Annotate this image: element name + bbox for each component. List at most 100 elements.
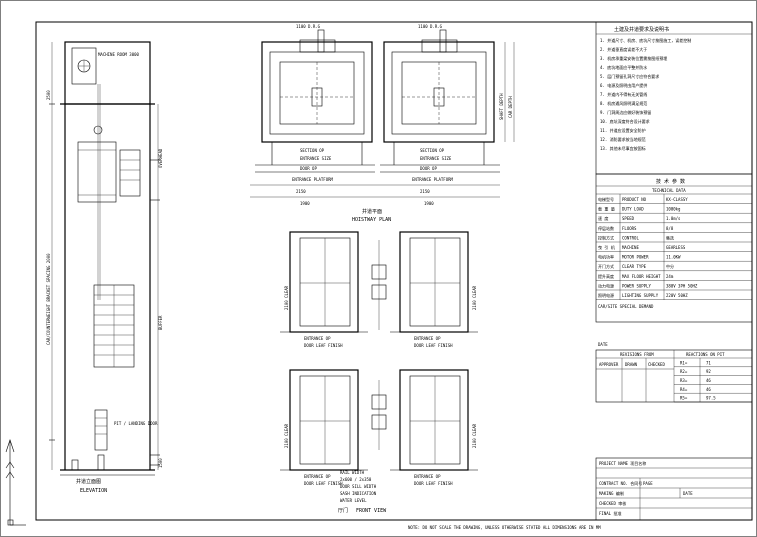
plan-dim-top-1: 1100 D.R.G — [296, 24, 321, 29]
tech-cell: CLEAR TYPE — [622, 264, 647, 269]
tech-cell: 控制方式 — [598, 234, 614, 240]
tech-cell: MACHINE — [622, 245, 639, 250]
tech-cell: 开门方式 — [598, 263, 614, 269]
elevation-dim-top: 2500 — [46, 90, 51, 100]
reaction-cell: R5= — [680, 396, 688, 401]
front-door-label-5: ENTRANCE OP — [304, 474, 331, 479]
title-page: PAGE — [643, 481, 653, 486]
title-final: FINAL 批准 — [599, 510, 621, 516]
plan-caption-zh: 井道平面 — [362, 208, 382, 215]
title-contract: CONTRACT NO. 合同号 — [599, 480, 642, 486]
front-height-1: 2100 CLEAR — [284, 285, 289, 310]
plan-right-label-2: ENTRANCE SIZE — [420, 156, 452, 161]
title-date: DATE — [683, 491, 693, 496]
plan-right-label-4: ENTRANCE PLATFORM — [412, 177, 454, 182]
notes-line-4: 4. 底坑地面应平整并防水 — [600, 64, 647, 70]
plan-left-label-3: DOOR OP — [300, 166, 317, 171]
tech-cell: PRODUCT NO — [622, 197, 647, 202]
elevation-pit-note: PIT / LANDING DOOR — [114, 421, 158, 426]
elevation-caption: ELEVATION — [80, 488, 107, 494]
reaction-cell: R1= — [680, 360, 688, 365]
elevation-dim-pit: 1500 — [158, 458, 163, 468]
notes-line-8: 8. 机房通风照明满足规范 — [600, 100, 647, 106]
notes-box: 土建及井道要求及说明书 1. 井道尺寸、机房、底坑尺寸按图施工，误差控制 2. … — [595, 21, 753, 175]
reactions-block: DATE REVISIONS FROM APPROVER DRAWN CHECK… — [595, 342, 753, 403]
tech-cell: KX-CLASSY — [666, 197, 688, 202]
plan-dim-side-1: SHAFT DEPTH — [499, 93, 504, 120]
front-door-label-4: DOOR LEAF FINISH — [414, 343, 453, 348]
plan-left-label-4: ENTRANCE PLATFORM — [292, 177, 334, 182]
tech-cell: 速 度 — [598, 215, 608, 221]
tech-cell: 电机功率 — [598, 254, 614, 260]
front-door-label-3: ENTRANCE OP — [414, 336, 441, 341]
front-height-2: 2100 CLEAR — [472, 285, 477, 310]
reaction-cell: R3= — [680, 378, 688, 383]
tech-cell: SPEED — [622, 216, 635, 221]
reaction-cell: R2= — [680, 369, 688, 374]
tech-cell: 停层站数 — [598, 225, 614, 231]
front-caption-zh: 厅门 — [338, 507, 348, 514]
elevation-overhead: OVERHEAD — [158, 148, 163, 168]
notes-line-3: 3. 机房承重梁安装位置需按图纸预埋 — [600, 55, 667, 61]
notes-line-6: 6. 电源及照明由用户提供 — [600, 82, 647, 88]
tech-cell: MOTOR POWER — [622, 255, 649, 260]
front-note-1: RAIL WIDTH — [340, 470, 365, 475]
title-project: PROJECT NAME 项目名称 — [599, 460, 646, 466]
notes-title: 土建及井道要求及说明书 — [614, 26, 669, 33]
reaction-title: REACTIONS ON PIT — [686, 352, 725, 357]
notes-line-2: 2. 井道垂直度误差不大于 — [600, 46, 647, 52]
notes-line-11: 11. 井道应设置安全防护 — [600, 127, 646, 133]
tech-cell: FLOORS — [622, 226, 637, 231]
tech-cell: 提升高度 — [598, 273, 614, 279]
title-checked: CHECKED 审核 — [599, 500, 626, 506]
front-note-2: 2x600 / 2x350 — [340, 477, 372, 482]
front-door-label-6: DOOR LEAF FINISH — [304, 481, 343, 486]
hoistway-plan: 1100 D.R.G 1100 D.R.G SECTION OP ENTRANC… — [250, 24, 515, 223]
notes-line-9: 9. 门洞周边应做好装饰预留 — [600, 109, 651, 115]
elevation-view: MACHINE ROOM 3000 2500 CAR/COUNTERWEIGHT… — [46, 41, 163, 494]
plan-left-label-1: SECTION OP — [300, 148, 325, 153]
ucs-icon — [5, 439, 26, 526]
plan-dim-bottom-4: 1900 — [424, 201, 434, 206]
tech-cell: 1.0m/s — [666, 216, 681, 221]
tech-cell: DUTY LOAD — [622, 207, 644, 212]
tech-subtitle: TECHNICAL DATA — [652, 188, 686, 193]
tech-cell: 照明电源 — [598, 292, 614, 298]
tech-cell: 动力电源 — [598, 282, 614, 288]
revision-col-3: CHECKED — [648, 362, 665, 367]
reaction-cell: 46 — [706, 387, 711, 392]
revision-title: REVISIONS FROM — [620, 352, 654, 357]
revision-col-1: APPROVER — [599, 362, 619, 367]
plan-dim-top-2: 1100 D.R.G — [418, 24, 443, 29]
reaction-cell: R4= — [680, 387, 688, 392]
elevation-title-zh: 井道立面图 — [76, 478, 101, 485]
tech-cell: 220V 50HZ — [666, 293, 688, 298]
tech-cell: 电梯型号 — [598, 196, 614, 202]
tech-cell: 集选 — [666, 234, 674, 240]
front-door-label-1: ENTRANCE OP — [304, 336, 331, 341]
reaction-cell: 92 — [706, 369, 711, 374]
notes-line-5: 5. 层门预留孔洞尺寸应符合要求 — [600, 73, 659, 79]
front-view: 2100 CLEAR 2100 CLEAR 2100 CLEAR 2100 CL… — [280, 231, 478, 514]
tech-cell: 中分 — [666, 263, 674, 269]
tech-under: CAR/SITE SPECIAL DEMAND — [598, 304, 654, 309]
reaction-cell: 97.5 — [706, 396, 716, 401]
front-caption: FRONT VIEW — [356, 508, 387, 514]
front-door-label-8: DOOR LEAF FINISH — [414, 481, 453, 486]
notes-line-1: 1. 井道尺寸、机房、底坑尺寸按图施工，误差控制 — [600, 37, 691, 43]
plan-right-label-1: SECTION OP — [420, 148, 445, 153]
plan-dim-bottom-2: 1900 — [300, 201, 310, 206]
tech-cell: 1000kg — [666, 207, 681, 212]
front-height-4: 2100 CLEAR — [472, 423, 477, 448]
notes-line-7: 7. 井道内不得有无关管线 — [600, 91, 647, 97]
tech-cell: 8/8 — [666, 226, 674, 231]
tech-cell: LIGHTING SUPPLY — [622, 293, 659, 298]
plan-caption: HOISTWAY PLAN — [352, 217, 391, 223]
tech-cell: GEARLESS — [666, 245, 686, 250]
notes-line-13: 13. 其他未尽事宜按国标 — [600, 145, 646, 151]
front-door-label-2: DOOR LEAF FINISH — [304, 343, 343, 348]
front-door-label-7: ENTRANCE OP — [414, 474, 441, 479]
front-height-3: 2100 CLEAR — [284, 423, 289, 448]
